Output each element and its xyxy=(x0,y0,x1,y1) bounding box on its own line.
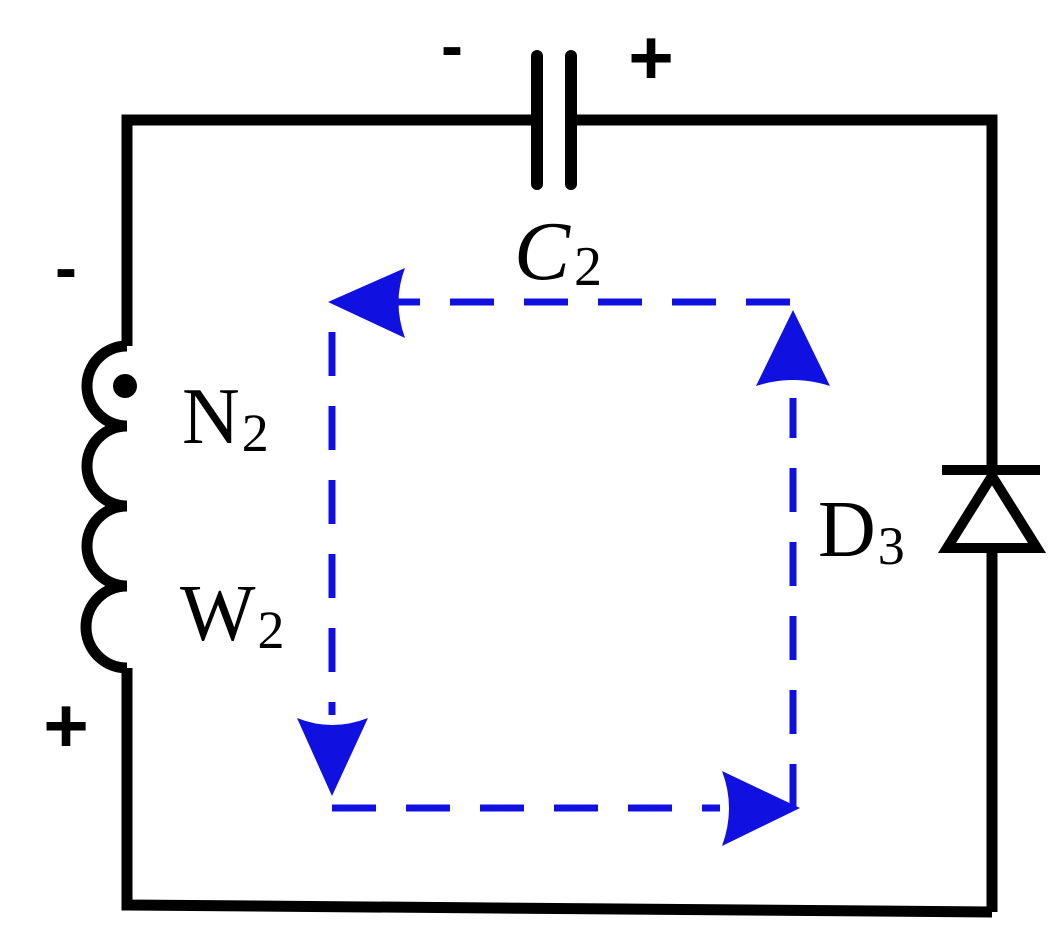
capacitor-label: C2 xyxy=(514,205,602,298)
diode-anode-triangle xyxy=(937,466,1047,553)
wire-bottom xyxy=(121,668,993,918)
winding-name-sub: 2 xyxy=(242,403,269,463)
wire-top-left xyxy=(121,114,537,346)
current-arrow-right xyxy=(722,771,800,846)
current-loop xyxy=(297,268,830,846)
winding-polarity-minus: - xyxy=(55,230,77,304)
winding-label-main: W xyxy=(180,570,256,658)
diode-label-main: D xyxy=(818,486,876,574)
diode-label: D3 xyxy=(818,486,905,576)
capacitor-c2 xyxy=(531,50,577,190)
winding-polarity-dot xyxy=(113,374,137,398)
winding-name-label: N2 xyxy=(182,373,269,463)
winding-label: W2 xyxy=(180,570,285,660)
capacitor-label-main: C xyxy=(514,205,571,298)
diode-label-sub: 3 xyxy=(878,516,905,576)
winding-coil xyxy=(80,340,128,674)
current-arrow-up xyxy=(756,310,830,386)
capacitor-polarity-minus: - xyxy=(441,8,463,82)
wire-top-right xyxy=(571,114,998,470)
winding-label-sub: 2 xyxy=(258,600,285,660)
circuit-wires xyxy=(121,114,998,918)
winding-name-main: N xyxy=(182,373,240,461)
capacitor-polarity-plus: + xyxy=(628,13,674,101)
diode-d3 xyxy=(937,465,1047,553)
current-arrow-left xyxy=(328,268,405,338)
capacitor-label-sub: 2 xyxy=(574,236,602,298)
winding-polarity-plus: + xyxy=(43,681,89,769)
current-arrow-down xyxy=(297,718,368,796)
